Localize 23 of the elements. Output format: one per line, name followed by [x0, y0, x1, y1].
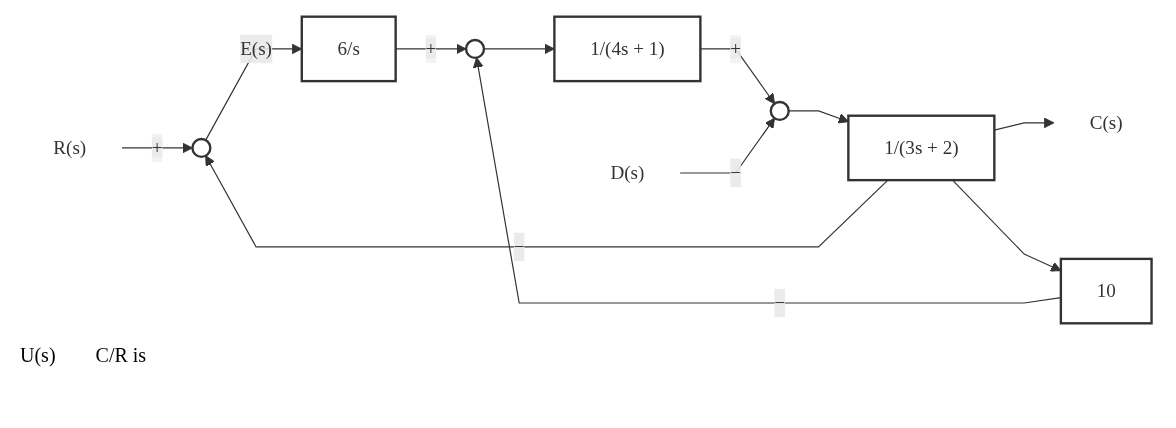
node-box: 1/(3s + 2) — [847, 114, 996, 182]
node-box: 1/(4s + 1) — [553, 15, 702, 83]
node-text: C(s) — [1089, 112, 1123, 133]
node-box: 10 — [1059, 257, 1153, 325]
arrow — [679, 117, 776, 174]
edge-label: + — [730, 38, 741, 59]
arrow — [788, 110, 849, 124]
node-text: D(s) — [610, 162, 645, 183]
edge-label: − — [730, 162, 741, 183]
node-circle — [769, 100, 790, 122]
edge-label: E(s) — [240, 38, 272, 59]
node-box: 6/s — [300, 15, 397, 83]
arrow — [205, 155, 889, 248]
edge-label: + — [151, 137, 163, 158]
edge-label: − — [774, 292, 786, 313]
edge-label: − — [513, 236, 525, 257]
arrow — [483, 43, 555, 55]
label-text: U(s) — [20, 344, 56, 367]
label-text: C/R is — [95, 344, 147, 367]
node-text: R(s) — [53, 137, 87, 158]
node-circle — [464, 38, 486, 60]
node-circle — [191, 137, 212, 159]
edge-label: + — [425, 38, 437, 59]
